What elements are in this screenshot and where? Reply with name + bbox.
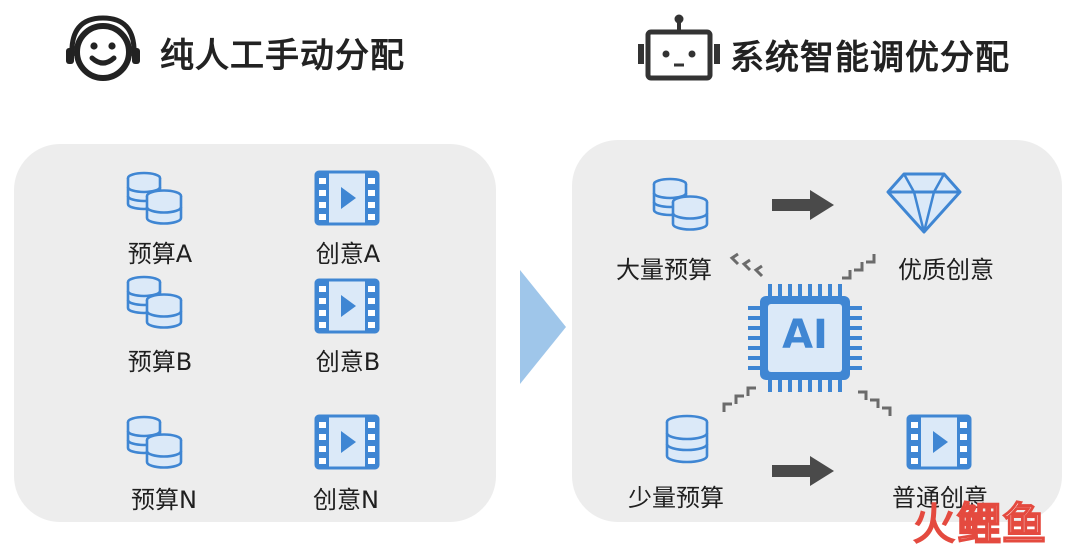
arrow-to-quality-creative-icon xyxy=(836,248,884,282)
arrow-right-icon xyxy=(770,188,836,222)
video-frame-icon xyxy=(906,414,972,470)
arrow-to-normal-creative-icon xyxy=(852,388,900,422)
ai-chip-icon xyxy=(746,282,864,394)
right-title: 系统智能调优分配 xyxy=(730,38,1010,78)
budget-a-label: 预算A xyxy=(127,240,193,268)
quality-creative-label: 优质创意 xyxy=(898,256,994,284)
arrow-to-small-budget-icon xyxy=(714,384,762,418)
left-title: 纯人工手动分配 xyxy=(160,36,405,76)
creative-b-label: 创意B xyxy=(315,348,381,376)
creative-n-label: 创意N xyxy=(313,486,379,514)
diamond-icon xyxy=(884,170,964,236)
video-frame-icon xyxy=(314,414,380,470)
watermark: 火鲤鱼 xyxy=(912,488,1047,552)
coin-stack-icon xyxy=(124,414,186,470)
budget-n-label: 预算N xyxy=(131,486,197,514)
video-frame-icon xyxy=(314,278,380,334)
video-frame-icon xyxy=(314,170,380,226)
transition-chevron-icon xyxy=(518,268,568,386)
ai-chip-label: AI xyxy=(782,312,828,358)
coin-stack-icon xyxy=(124,170,186,226)
arrow-to-large-budget-icon xyxy=(728,250,776,284)
normal-creative-label: 普通创意 xyxy=(892,484,988,512)
robot-icon xyxy=(636,12,722,84)
arrow-right-icon xyxy=(770,454,836,488)
coin-stack-icon xyxy=(662,414,712,466)
coin-stack-icon xyxy=(650,176,712,232)
creative-a-label: 创意A xyxy=(315,240,381,268)
coin-stack-icon xyxy=(124,274,186,330)
large-budget-label: 大量预算 xyxy=(616,256,712,284)
manual-allocation-panel xyxy=(14,144,496,522)
watermark-part2: 鲤鱼 xyxy=(956,498,1047,551)
small-budget-label: 少量预算 xyxy=(628,484,724,512)
budget-b-label: 预算B xyxy=(127,348,193,376)
watermark-part1: 火 xyxy=(912,499,957,550)
smiley-headset-icon xyxy=(58,8,148,92)
